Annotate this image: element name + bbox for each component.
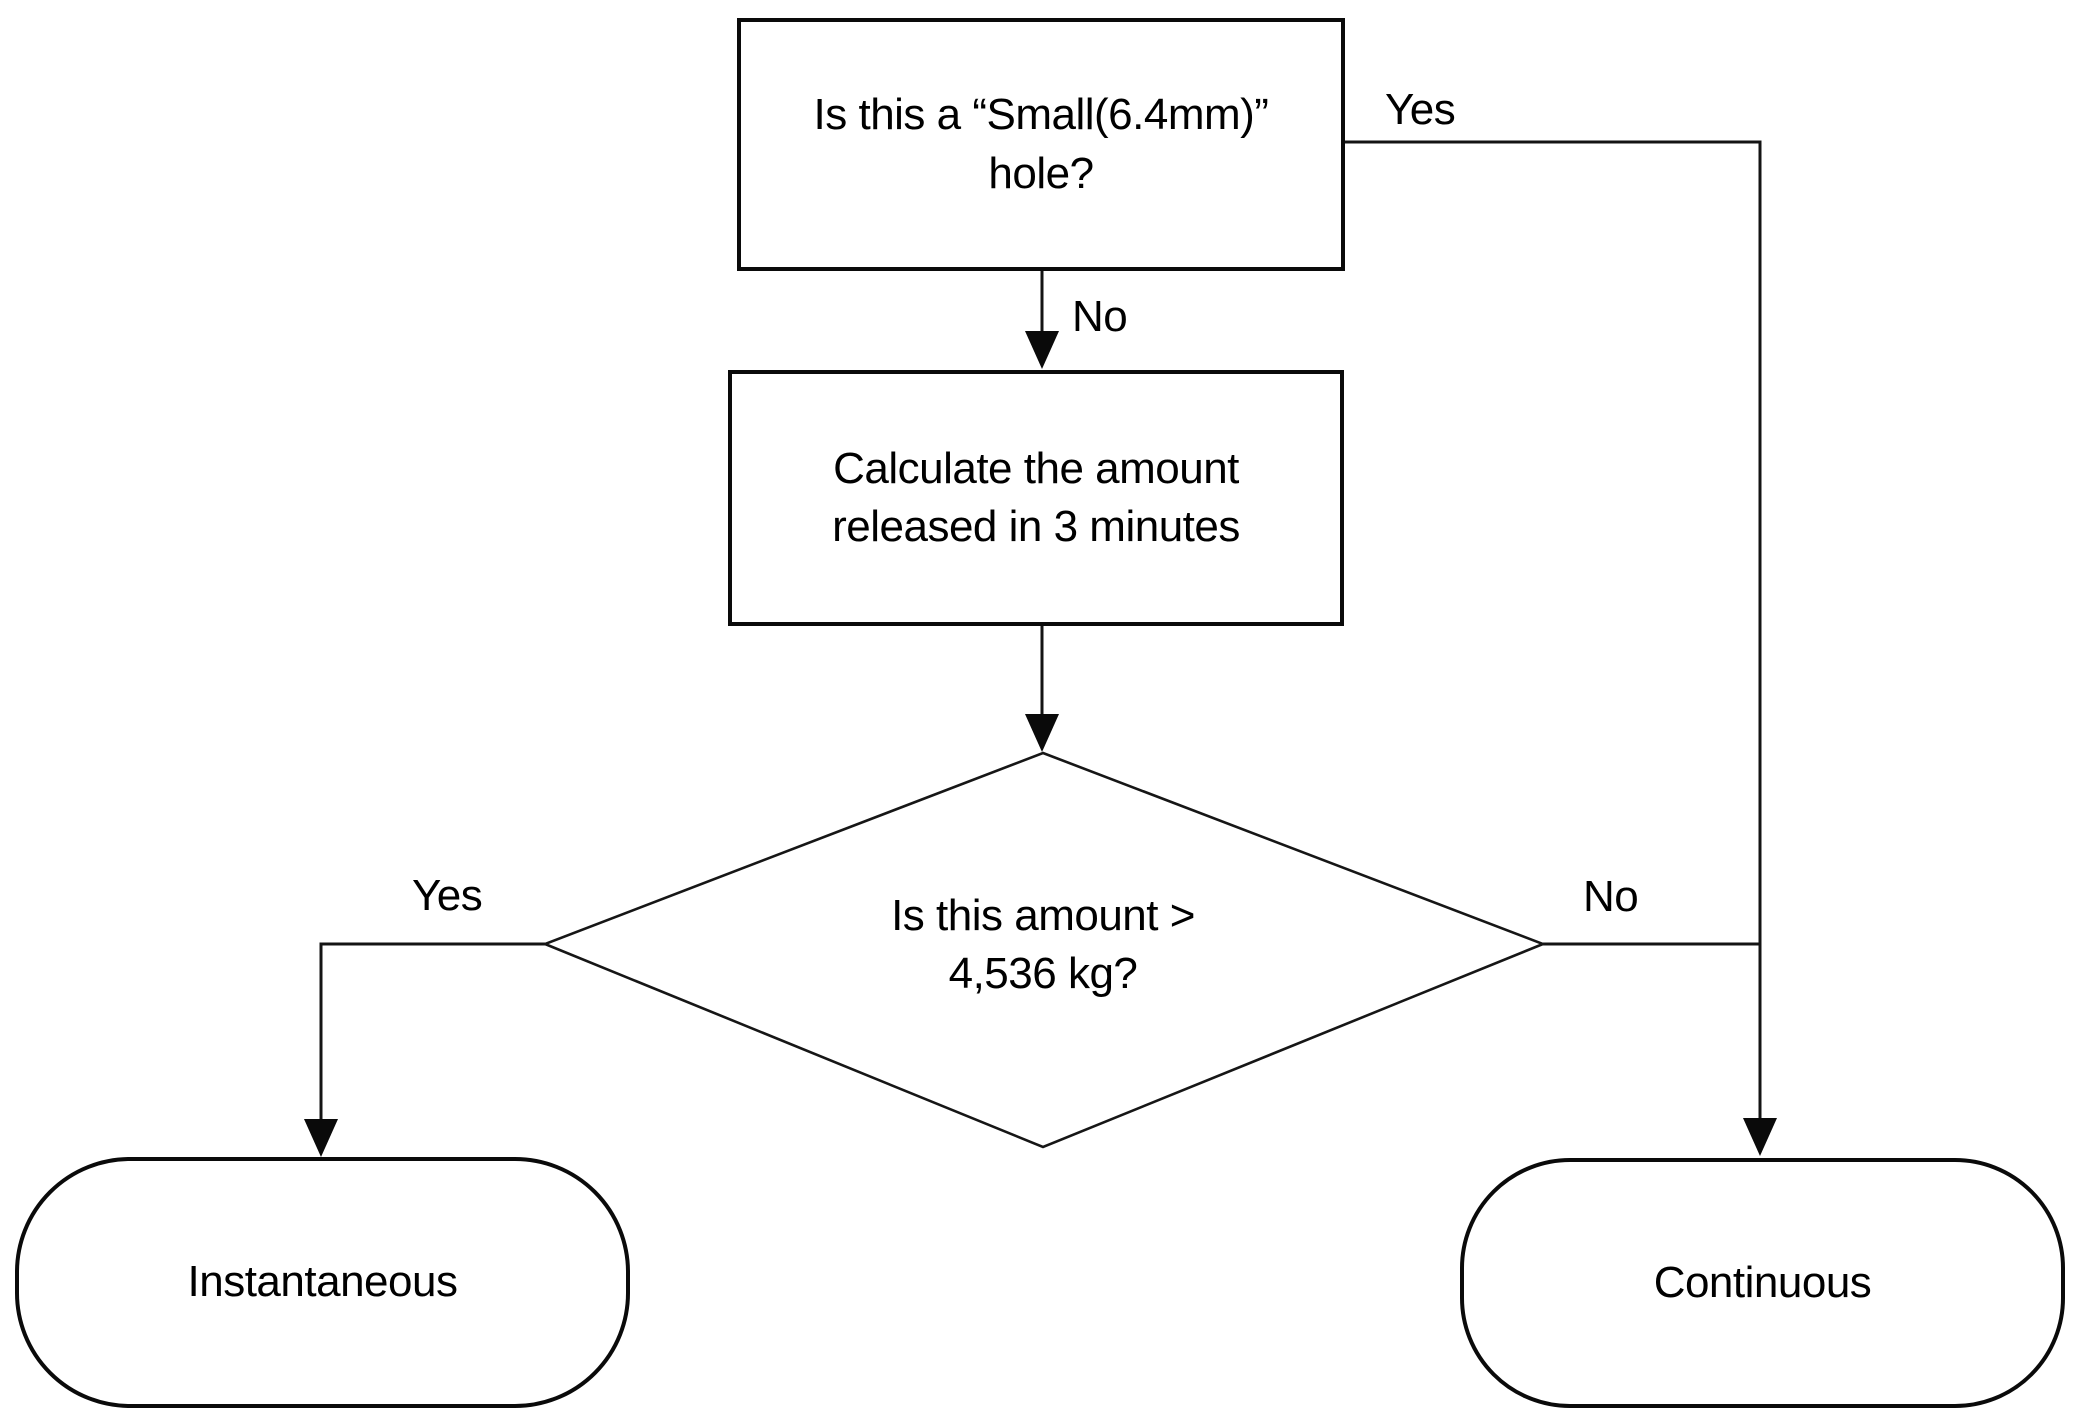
node-calculate-amount-line2: released in 3 minutes <box>832 502 1240 551</box>
node-calculate-amount: Calculate the amount released in 3 minut… <box>728 370 1344 626</box>
edge-label-top-yes: Yes <box>1385 85 1456 134</box>
node-instantaneous: Instantaneous <box>15 1157 630 1408</box>
arrowhead-into-instantaneous <box>304 1119 338 1157</box>
edge-decision-yes-line <box>319 942 545 1121</box>
edge-label-top-no: No <box>1072 292 1128 341</box>
arrowhead-into-calc-box <box>1025 331 1059 369</box>
node-amount-decision-line1: Is this amount > <box>891 890 1195 940</box>
node-small-hole-question-line1: Is this a “Small(6.4mm)” <box>813 90 1269 140</box>
arrowhead-into-diamond <box>1025 714 1059 752</box>
node-instantaneous-label: Instantaneous <box>187 1257 458 1307</box>
node-small-hole-question: Is this a “Small(6.4mm)” hole? <box>737 18 1345 271</box>
arrowhead-into-continuous <box>1743 1118 1777 1156</box>
edge-label-decision-yes: Yes <box>412 871 483 920</box>
edge-label-decision-no: No <box>1583 872 1639 921</box>
node-small-hole-question-line2: hole? <box>988 148 1094 198</box>
node-amount-decision-line2: 4,536 kg? <box>948 949 1138 998</box>
decision-diamond-shape <box>541 751 1547 1149</box>
node-continuous-label: Continuous <box>1653 1257 1872 1307</box>
node-calculate-amount-line1: Calculate the amount <box>833 443 1239 493</box>
node-amount-decision: Is this amount > 4,536 kg? <box>743 858 1343 1032</box>
edge-top-yes-line <box>1345 140 1762 1120</box>
node-continuous: Continuous <box>1460 1158 2065 1408</box>
